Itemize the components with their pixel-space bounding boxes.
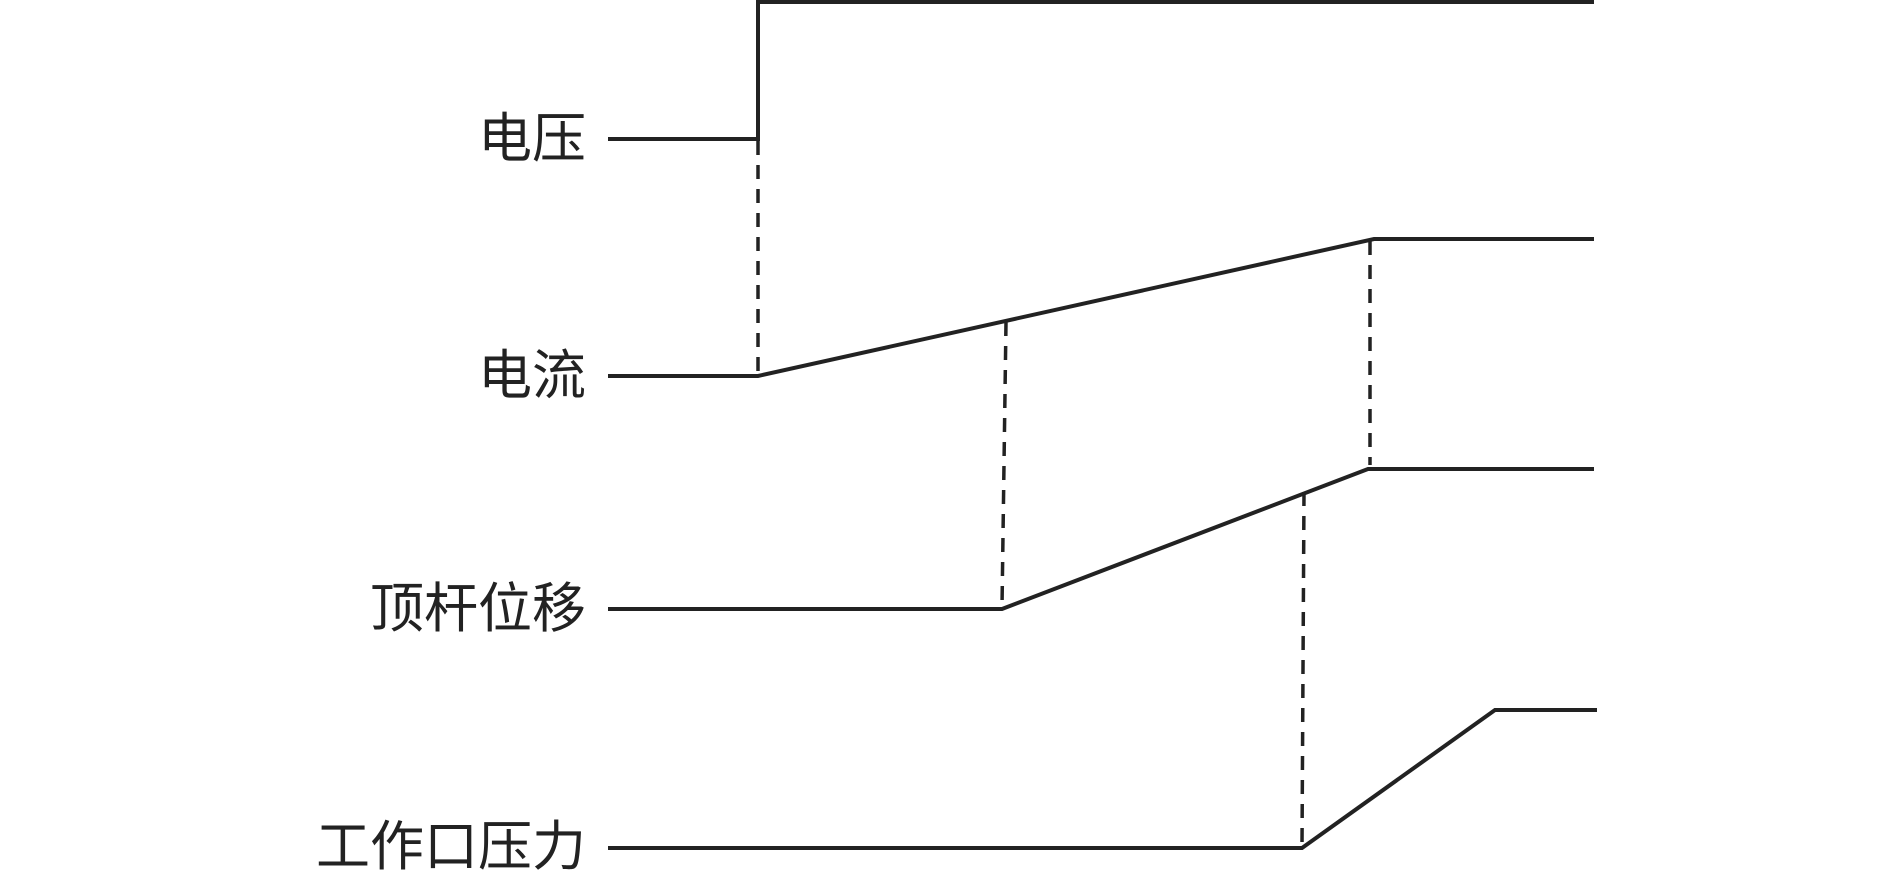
trace-voltage	[608, 0, 1594, 141]
trace-current	[608, 237, 1594, 378]
trace-rod-displacement	[608, 467, 1594, 611]
label-current: 电流	[478, 344, 586, 407]
trace-port-pressure	[608, 708, 1597, 850]
label-voltage: 电压	[478, 107, 586, 170]
guide-displacement-to-pressure	[1300, 491, 1306, 847]
guide-current-to-displacement	[1000, 321, 1008, 608]
label-rod-displacement: 顶杆位移	[370, 577, 586, 640]
label-port-pressure: 工作口压力	[316, 815, 586, 878]
